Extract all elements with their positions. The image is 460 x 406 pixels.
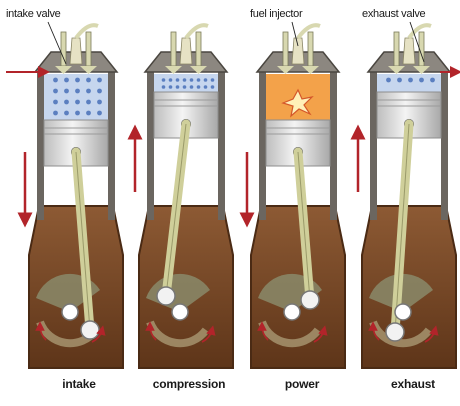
engine-exhaust: [358, 25, 456, 368]
chamber-air: [377, 74, 441, 92]
air-molecule: [190, 78, 194, 82]
air-molecule: [183, 78, 187, 82]
air-molecule: [86, 89, 91, 94]
air-molecule: [53, 111, 58, 116]
cylinder-wall-right: [330, 70, 337, 220]
air-molecule: [176, 85, 180, 89]
valve-stem-right: [308, 32, 313, 66]
air-molecule: [197, 85, 201, 89]
crank-pin: [81, 321, 99, 339]
air-molecule: [204, 78, 208, 82]
air-molecule: [86, 78, 91, 83]
cylinder-wall-right: [441, 70, 448, 220]
air-molecule: [64, 100, 69, 105]
cylinder-wall-left: [147, 70, 154, 220]
valve-stem-left: [61, 32, 66, 66]
air-molecule: [75, 111, 80, 116]
valve-stem-left: [171, 32, 176, 66]
air-molecule: [53, 89, 58, 94]
air-molecule: [64, 78, 69, 83]
air-molecule: [75, 89, 80, 94]
engine-intake: [25, 25, 123, 368]
air-molecule: [97, 100, 102, 105]
air-molecule: [97, 78, 102, 83]
air-molecule: [190, 85, 194, 89]
crankshaft-bearing: [62, 304, 78, 320]
air-molecule: [169, 85, 173, 89]
air-molecule: [211, 85, 215, 89]
air-molecule: [97, 111, 102, 116]
crankshaft-bearing: [172, 304, 188, 320]
air-molecule: [86, 111, 91, 116]
crank-pin: [386, 323, 404, 341]
engine-power: [247, 25, 345, 368]
cylinder-wall-left: [259, 70, 266, 220]
exhaust-valve-callout: exhaust valve: [362, 8, 425, 20]
intake-valve-callout: intake valve: [6, 8, 61, 20]
crank-pin: [157, 287, 175, 305]
air-molecule: [86, 100, 91, 105]
stage-label-exhaust: exhaust: [363, 377, 460, 391]
air-molecule: [53, 78, 58, 83]
injector-nozzle: [180, 38, 192, 64]
fuel-injector-callout: fuel injector: [250, 8, 302, 20]
cylinder-wall-left: [370, 70, 377, 220]
air-molecule: [64, 89, 69, 94]
air-molecule: [197, 78, 201, 82]
air-molecule: [97, 89, 102, 94]
air-molecule: [162, 78, 166, 82]
air-molecule: [162, 85, 166, 89]
air-molecule: [397, 78, 402, 83]
air-molecule: [419, 78, 424, 83]
valve-stem-right: [86, 32, 91, 66]
valve-stem-right: [196, 32, 201, 66]
crankshaft-bearing: [284, 304, 300, 320]
crankshaft-bearing: [395, 304, 411, 320]
injector-nozzle: [292, 38, 304, 64]
chamber-air: [154, 74, 218, 92]
air-molecule: [430, 78, 435, 83]
air-molecule: [211, 78, 215, 82]
crank-pin: [301, 291, 319, 309]
air-molecule: [176, 78, 180, 82]
stage-label-intake: intake: [29, 377, 129, 391]
valve-stem-left: [394, 32, 399, 66]
air-molecule: [408, 78, 413, 83]
air-molecule: [64, 111, 69, 116]
air-molecule: [183, 85, 187, 89]
cylinder-wall-left: [37, 70, 44, 220]
stage-label-power: power: [252, 377, 352, 391]
air-molecule: [169, 78, 173, 82]
engine-compression: [135, 25, 233, 368]
stage-label-compression: compression: [139, 377, 239, 391]
air-molecule: [204, 85, 208, 89]
air-molecule: [75, 100, 80, 105]
air-molecule: [75, 78, 80, 83]
air-molecule: [386, 78, 391, 83]
air-molecule: [53, 100, 58, 105]
valve-stem-left: [283, 32, 288, 66]
cylinder-wall-right: [218, 70, 225, 220]
injector-nozzle: [403, 38, 415, 64]
injector-nozzle: [70, 38, 82, 64]
cylinder-wall-right: [108, 70, 115, 220]
